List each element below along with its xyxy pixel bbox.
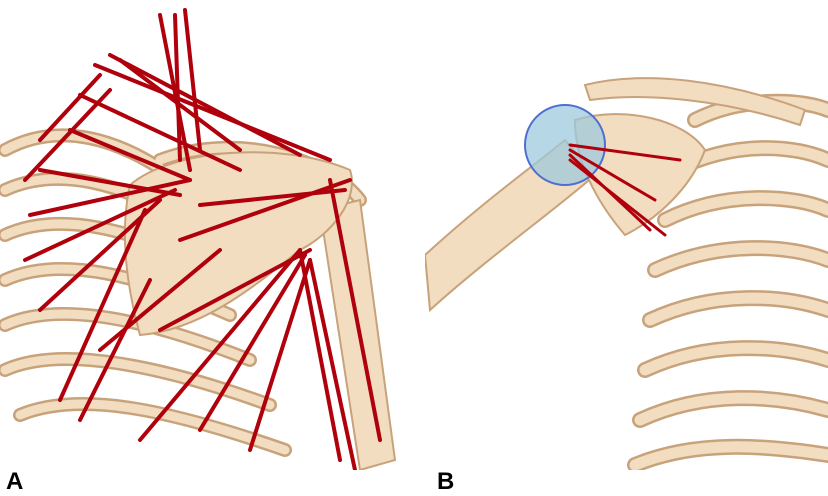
panel-label-b: B (437, 470, 454, 494)
scapula-a (125, 152, 352, 335)
panel-label-a: A (6, 470, 23, 494)
humerus-a (320, 200, 395, 470)
panel-b-illustration (425, 0, 828, 470)
panel-a-figure (0, 0, 418, 470)
glenohumeral-joint-sphere (525, 105, 605, 185)
panel-a-illustration (0, 0, 418, 470)
panel-b-figure (425, 0, 828, 470)
